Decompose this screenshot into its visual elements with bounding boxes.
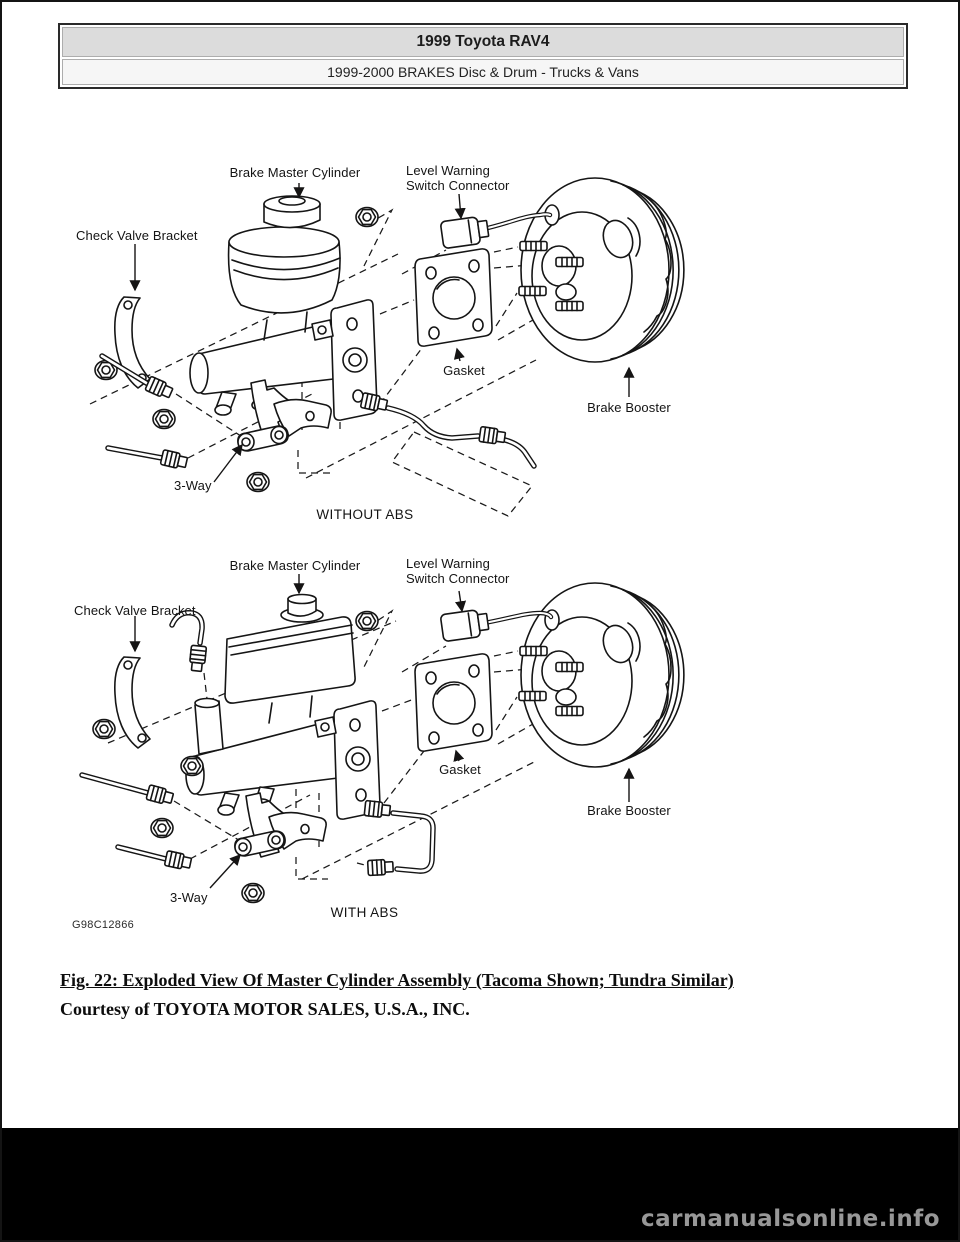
label-three-way: 3-Way <box>174 478 212 493</box>
label-three-way: 3-Way <box>170 890 208 905</box>
small-nut-part <box>180 755 204 777</box>
master-cylinder-part <box>189 195 378 421</box>
check-valve-bracket-part <box>92 656 151 749</box>
label-gasket: Gasket <box>439 762 481 777</box>
drawing-code: G98C12866 <box>72 919 135 931</box>
level-warning-switch-connector-part <box>439 607 554 643</box>
watermark-text: carmanualsonline.info <box>640 1206 940 1232</box>
label-arrows <box>129 574 635 889</box>
variant-label-without-abs: WITHOUT ABS <box>316 507 414 522</box>
gasket-part <box>414 653 493 752</box>
label-brake-booster: Brake Booster <box>587 400 671 415</box>
brake-booster-part <box>519 583 684 767</box>
reservoir-nut-part <box>355 610 379 632</box>
page-title: 1999 Toyota RAV4 <box>62 27 904 57</box>
brake-line-parts <box>99 353 537 493</box>
label-brake-booster: Brake Booster <box>587 803 671 818</box>
reservoir-nut-part <box>355 206 379 228</box>
figure-caption: Fig. 22: Exploded View Of Master Cylinde… <box>60 966 900 1024</box>
diagram-without-abs: Check Valve Bracket Brake Master Cylinde… <box>62 142 722 532</box>
page-subtitle: 1999-2000 BRAKES Disc & Drum - Trucks & … <box>62 59 904 85</box>
diagram-with-abs: Brake Master Cylinder Level Warning Swit… <box>62 547 722 932</box>
check-valve-tube-part <box>169 610 208 673</box>
level-warning-switch-connector-part <box>439 212 553 250</box>
label-arrows <box>129 183 635 483</box>
label-level-warning-switch-connector: Level Warning Switch Connector <box>406 163 510 193</box>
label-gasket: Gasket <box>443 363 485 378</box>
check-valve-bracket-part <box>94 296 151 389</box>
master-cylinder-part <box>185 593 381 820</box>
gasket-part <box>414 248 493 347</box>
caption-title: Fig. 22: Exploded View Of Master Cylinde… <box>60 970 734 990</box>
page-header: 1999 Toyota RAV4 1999-2000 BRAKES Disc &… <box>58 23 908 89</box>
with-abs-diagram-art <box>79 574 722 904</box>
without-abs-diagram-art <box>89 142 722 517</box>
three-way-union-part <box>234 792 327 858</box>
caption-credit: Courtesy of TOYOTA MOTOR SALES, U.S.A., … <box>60 999 470 1019</box>
footer-bar: carmanualsonline.info <box>2 1128 958 1240</box>
label-check-valve-bracket: Check Valve Bracket <box>76 228 198 243</box>
three-way-union-part <box>237 379 332 452</box>
brake-line-parts <box>79 772 436 904</box>
label-check-valve-bracket: Check Valve Bracket <box>74 603 196 618</box>
label-level-warning-switch-connector: Level Warning Switch Connector <box>406 556 510 586</box>
label-brake-master-cylinder: Brake Master Cylinder <box>229 165 361 180</box>
label-brake-master-cylinder: Brake Master Cylinder <box>229 558 361 573</box>
brake-booster-part <box>519 178 684 362</box>
variant-label-with-abs: WITH ABS <box>330 905 399 920</box>
